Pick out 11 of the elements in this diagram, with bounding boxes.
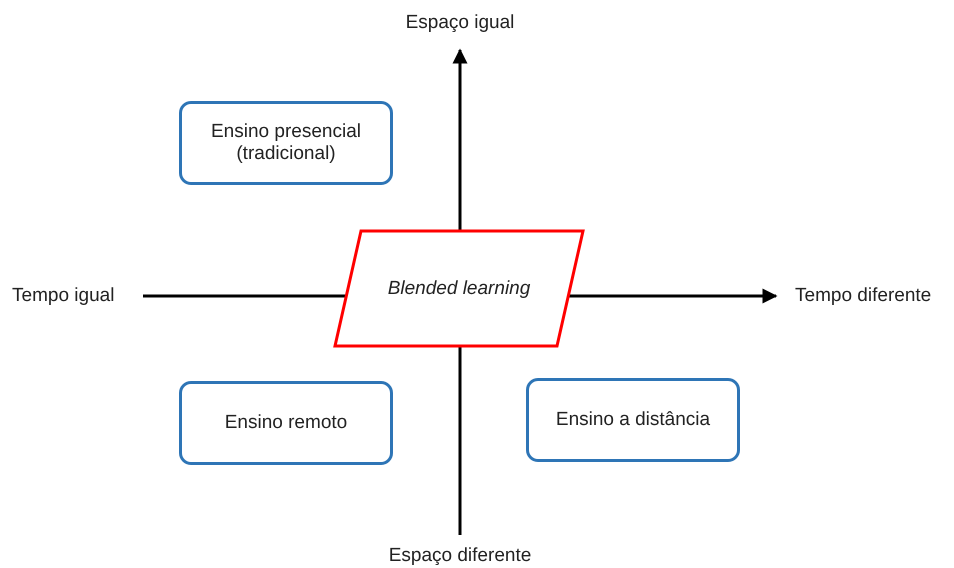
axis-label: Tempo igual — [12, 285, 114, 307]
rounded-box — [179, 101, 393, 185]
rounded-box — [526, 378, 740, 462]
axis-label: Espaço diferente — [388, 545, 532, 567]
node-label: Ensino presencial (tradicional) — [210, 121, 362, 165]
rounded-box — [179, 381, 393, 465]
axis-label: Espaço igual — [406, 12, 514, 34]
node-label: Blended learning — [386, 278, 532, 300]
node-label: Ensino remoto — [224, 412, 348, 434]
node-label: Ensino a distância — [554, 409, 712, 431]
axis-label: Tempo diferente — [795, 285, 932, 307]
